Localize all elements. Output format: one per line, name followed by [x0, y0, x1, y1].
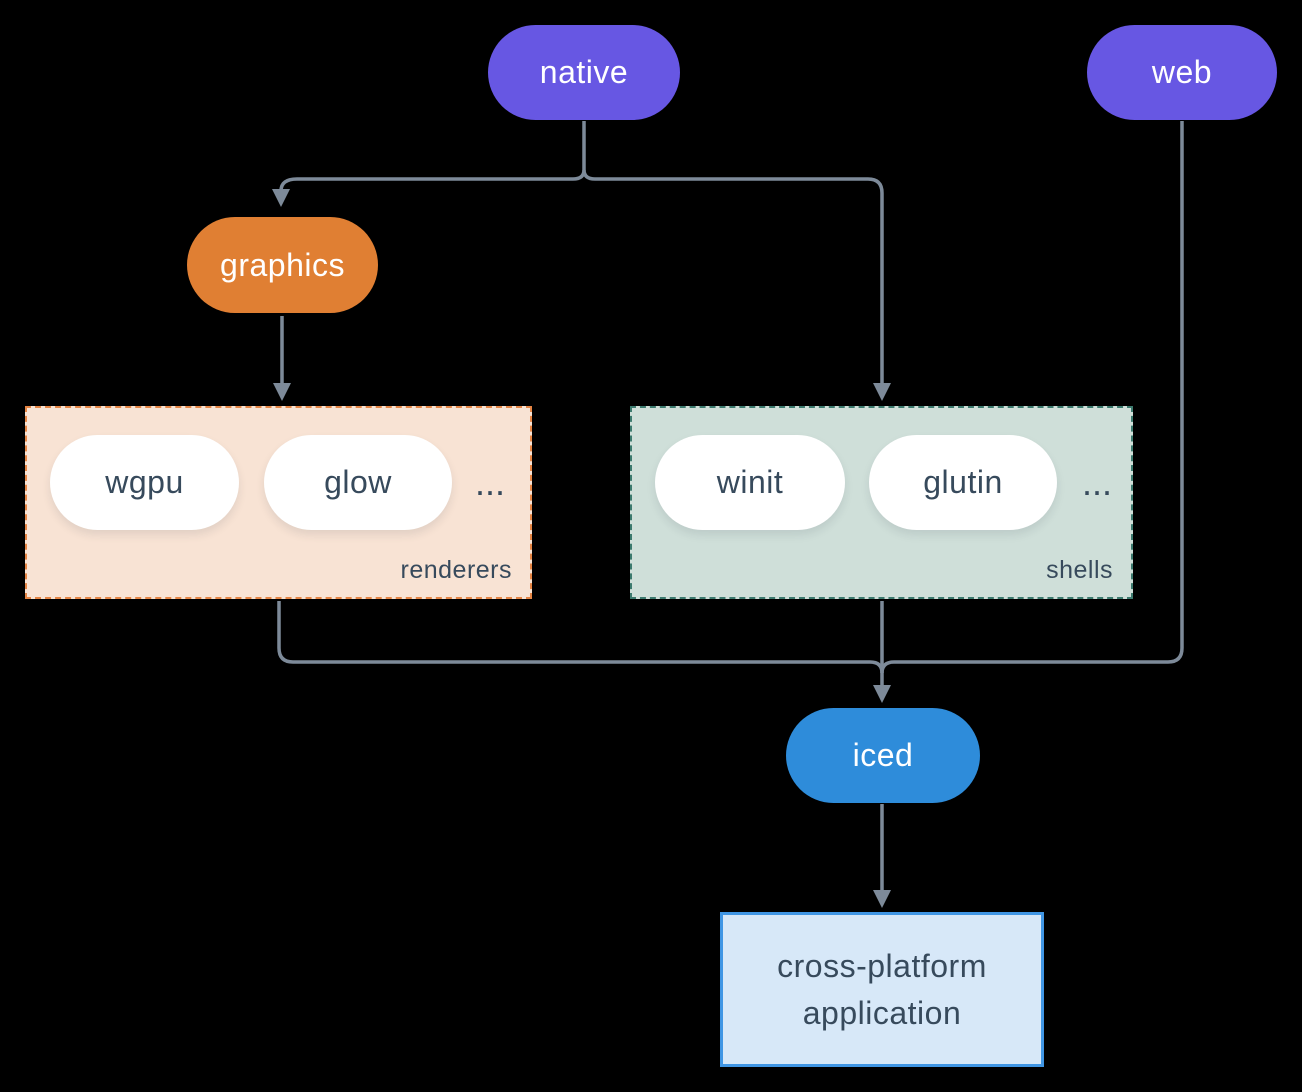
node-iced-label: iced [852, 737, 914, 773]
group-renderers: wgpu glow ... renderers [25, 406, 532, 599]
node-native: native [488, 25, 680, 120]
node-glutin: glutin [869, 435, 1057, 530]
connector-native-to-shells [582, 169, 884, 384]
group-shells: winit glutin ... shells [630, 406, 1133, 599]
node-wgpu: wgpu [50, 435, 239, 530]
node-glow-label: glow [324, 464, 392, 500]
arrowhead-app [873, 890, 891, 908]
arrowhead-graphics [272, 189, 290, 207]
shells-ellipsis: ... [1082, 461, 1113, 503]
node-winit-label: winit [716, 464, 784, 500]
node-cross-platform-application: cross-platform application [720, 912, 1044, 1067]
node-native-label: native [539, 54, 629, 90]
node-winit: winit [655, 435, 845, 530]
node-glutin-label: glutin [923, 464, 1003, 500]
node-graphics: graphics [187, 217, 378, 313]
arrowhead-renderers [273, 383, 291, 401]
node-glow: glow [264, 435, 452, 530]
group-label-renderers: renderers [400, 556, 512, 584]
node-web: web [1087, 25, 1277, 120]
node-wgpu-label: wgpu [105, 464, 184, 500]
arrowhead-iced [873, 685, 891, 703]
connector-renderers-to-merge [277, 601, 884, 674]
arrowhead-shells [873, 383, 891, 401]
app-label-line1: cross-platform [777, 948, 987, 985]
connector-native-to-graphics [279, 121, 586, 192]
group-label-shells: shells [1046, 556, 1113, 584]
node-graphics-label: graphics [220, 246, 345, 283]
app-label-line2: application [802, 994, 962, 1031]
node-iced: iced [786, 708, 980, 803]
node-web-label: web [1151, 54, 1213, 90]
renderers-ellipsis: ... [475, 461, 506, 503]
